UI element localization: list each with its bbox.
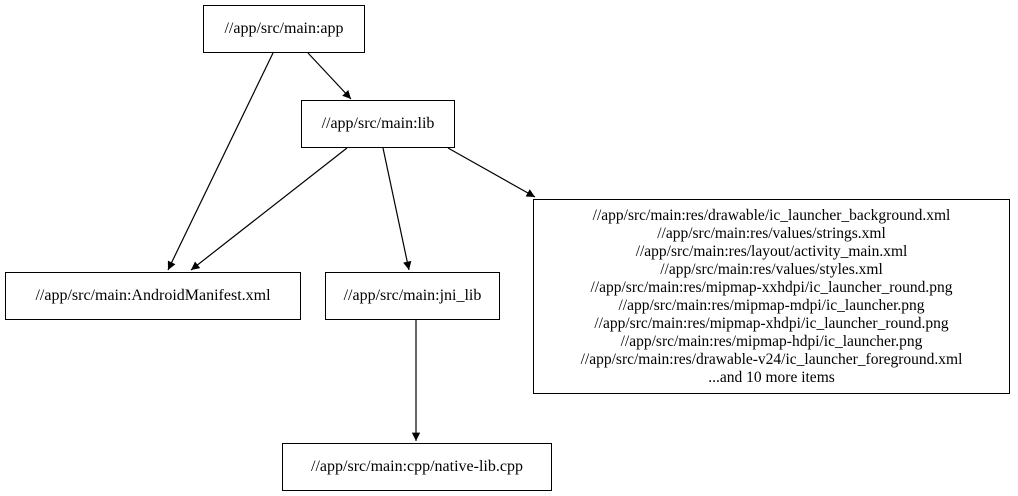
edge-app-to-androidmanifest <box>167 52 274 271</box>
edge-lib-to-androidmanifest <box>190 147 348 271</box>
node-app: //app/src/main:app <box>203 5 365 53</box>
node-native-lib-cpp: //app/src/main:cpp/native-lib.cpp <box>282 443 552 491</box>
node-jni-lib-label: //app/src/main:jni_lib <box>343 287 482 305</box>
edge-app-to-lib <box>307 52 352 100</box>
node-lib-label: //app/src/main:lib <box>321 115 435 133</box>
resources-line: //app/src/main:res/mipmap-xhdpi/ic_launc… <box>594 314 949 332</box>
resources-line: //app/src/main:res/drawable-v24/ic_launc… <box>580 350 963 368</box>
node-jni-lib: //app/src/main:jni_lib <box>325 272 500 320</box>
resources-line: //app/src/main:res/layout/activity_main.… <box>635 242 908 260</box>
resources-line: //app/src/main:res/values/styles.xml <box>660 260 883 278</box>
resources-line: //app/src/main:res/drawable/ic_launcher_… <box>592 206 951 224</box>
resources-more-items: ...and 10 more items <box>708 368 835 386</box>
node-resources-filegroup: //app/src/main:res/drawable/ic_launcher_… <box>533 199 1010 394</box>
node-android-manifest: //app/src/main:AndroidManifest.xml <box>5 272 301 320</box>
node-lib: //app/src/main:lib <box>301 100 455 148</box>
edge-lib-to-resources <box>447 147 536 198</box>
resources-line: //app/src/main:res/mipmap-hdpi/ic_launch… <box>620 332 923 350</box>
node-native-lib-cpp-label: //app/src/main:cpp/native-lib.cpp <box>311 458 523 476</box>
node-android-manifest-label: //app/src/main:AndroidManifest.xml <box>35 287 271 305</box>
resources-line: //app/src/main:res/values/strings.xml <box>657 224 886 242</box>
resources-line: //app/src/main:res/mipmap-mdpi/ic_launch… <box>618 296 925 314</box>
edge-lib-to-jnilib <box>382 147 412 271</box>
resources-line: //app/src/main:res/mipmap-xxhdpi/ic_laun… <box>590 278 953 296</box>
node-app-label: //app/src/main:app <box>224 20 344 38</box>
